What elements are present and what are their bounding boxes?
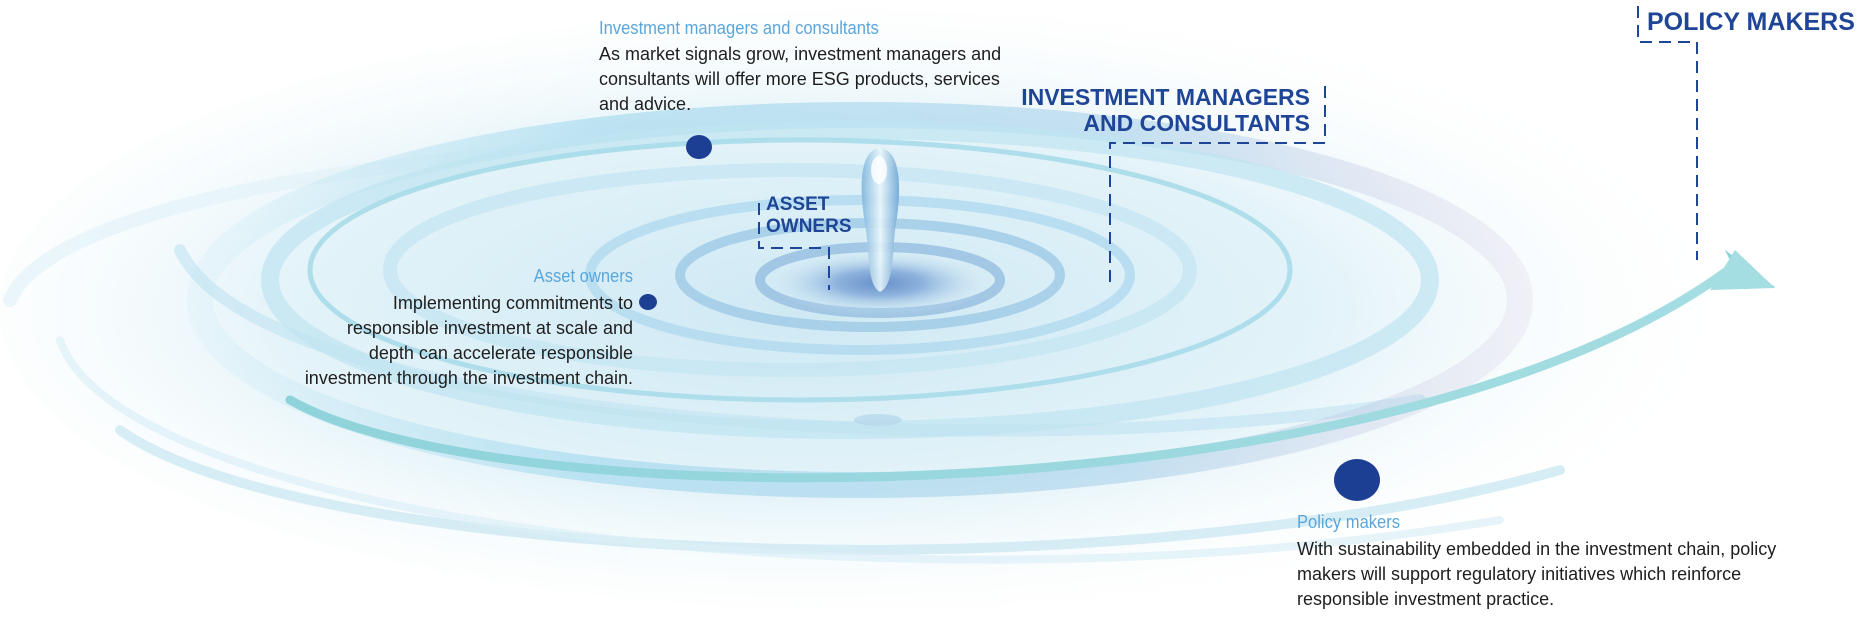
callout-investment-managers-line-2: AND CONSULTANTS [1083,110,1310,137]
callout-investment-managers: INVESTMENT MANAGERS AND CONSULTANTS [1021,84,1310,137]
policy-makers-text: With sustainability embedded in the inve… [1297,539,1777,609]
callout-asset-owners-line-1: ASSET [766,194,830,215]
marker-policy-makers [1334,459,1380,501]
callout-asset-owners-line-2: OWNERS [766,215,852,237]
leader-line-policy-makers [1637,6,1698,260]
policy-makers-heading: Policy makers [1297,512,1401,532]
callout-asset-owners: ASSET OWNERS [766,194,852,238]
marker-asset-owners [639,294,657,310]
marker-investment-managers [686,135,712,159]
asset-owners-text: Implementing commitments to responsible … [304,293,633,388]
water-drop [861,148,900,292]
policy-arrow-tip [1710,250,1775,290]
water-drop-highlight [871,156,887,184]
investment-managers-text: As market signals grow, investment manag… [599,44,1002,114]
asset-owners-heading: Asset owners [533,266,633,286]
leader-lines [758,6,1698,290]
policy-arrow [285,260,1740,483]
leader-line-asset-owners [758,203,830,290]
investment-managers-heading: Investment managers and consultants [599,18,879,38]
ripple-rings [187,102,1533,498]
splash-shadow [854,414,902,426]
leader-line-investment-managers [1109,86,1326,282]
callout-investment-managers-line-1: INVESTMENT MANAGERS [1021,84,1310,110]
callout-policy-makers: POLICY MAKERS [1647,8,1855,36]
